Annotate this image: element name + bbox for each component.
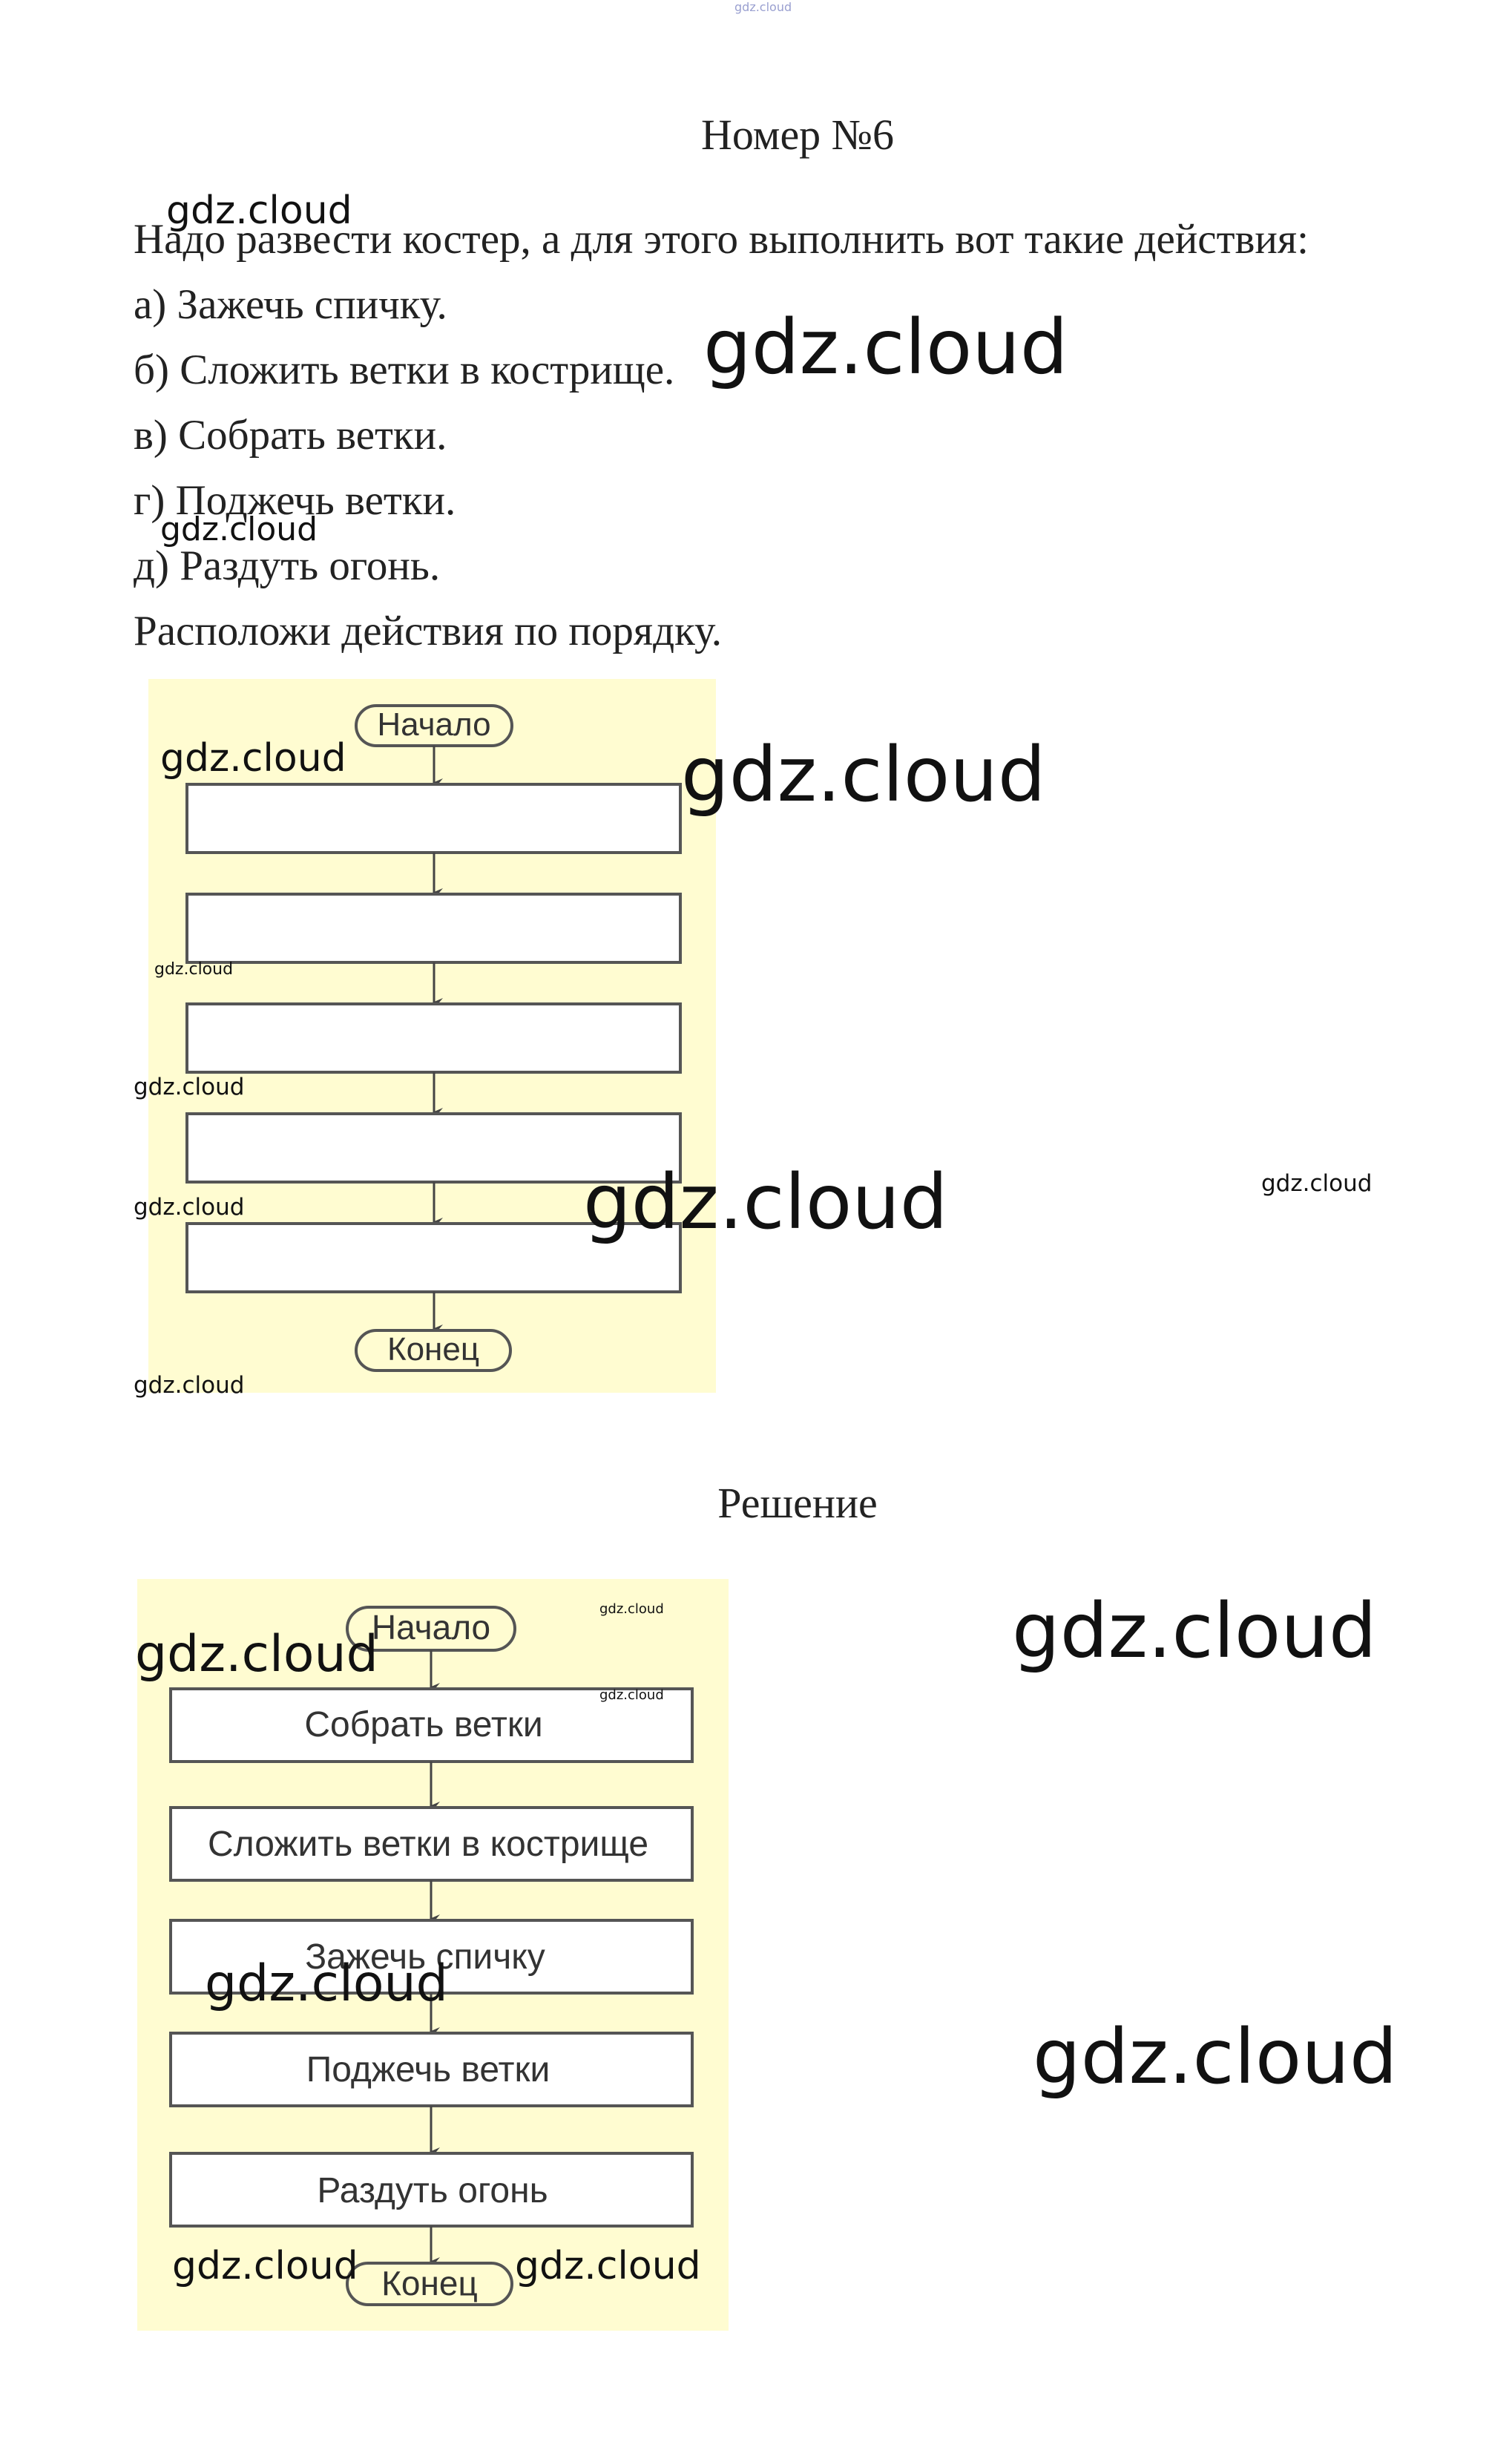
solution-step-box-4 xyxy=(169,2032,694,2107)
solution-start-label: Начало xyxy=(372,1608,490,1647)
solution-step-label-2: Сложить ветки в кострище xyxy=(208,1825,648,1864)
watermark: gdz.cloud xyxy=(135,1625,378,1684)
solution-step-label-3: Зажечь спичку xyxy=(305,1937,545,1977)
watermark: gdz.cloud xyxy=(134,1194,245,1221)
watermark: gdz.cloud xyxy=(1033,2013,1398,2101)
solution-step-label-5: Раздуть огонь xyxy=(317,2171,548,2210)
task-end-label: Конец xyxy=(387,1331,479,1368)
task-flowchart-panel: Начало Конец xyxy=(148,679,716,1393)
solution-step-box-5 xyxy=(169,2152,694,2228)
watermark: gdz.cloud xyxy=(1012,1587,1377,1675)
top-watermark: gdz.cloud xyxy=(734,0,792,14)
task-instruction: Расположи действия по порядку. xyxy=(134,608,723,654)
solution-step-box-2 xyxy=(169,1806,694,1882)
watermark: gdz.cloud xyxy=(1261,1170,1373,1197)
watermark: gdz.cloud xyxy=(166,188,352,233)
page-title: Номер №6 xyxy=(700,111,895,159)
solution-title: Решение xyxy=(717,1479,878,1527)
task-step-box-3 xyxy=(185,1002,682,1074)
watermark: gdz.cloud xyxy=(134,1074,245,1100)
task-line-d: г) Поджечь ветки. xyxy=(134,477,456,524)
task-start-label: Начало xyxy=(377,706,490,743)
task-step-box-2 xyxy=(185,893,682,964)
watermark: gdz.cloud xyxy=(681,731,1046,819)
solution-flowchart-panel: Начало Собрать ветки Сложить ветки в кос… xyxy=(137,1579,729,2331)
solution-step-label-1: Собрать ветки xyxy=(304,1705,542,1744)
task-line-a: а) Зажечь спичку. xyxy=(134,281,447,328)
solution-end-label: Конец xyxy=(381,2264,478,2302)
watermark: gdz.cloud xyxy=(134,1372,245,1399)
task-line-e: д) Раздуть огонь. xyxy=(134,542,441,589)
watermark: gdz.cloud xyxy=(160,511,318,548)
task-step-box-1 xyxy=(185,783,682,854)
task-line-b: б) Сложить ветки в кострище. xyxy=(134,347,675,393)
watermark: gdz.cloud xyxy=(205,1954,448,2013)
solution-flowchart: Начало Собрать ветки Сложить ветки в кос… xyxy=(169,1606,694,2306)
watermark: gdz.cloud xyxy=(599,1601,664,1617)
solution-step-label-4: Поджечь ветки xyxy=(306,2050,550,2090)
task-end-terminator xyxy=(355,1329,512,1372)
watermark: gdz.cloud xyxy=(703,303,1068,392)
task-line-intro: Надо развести костер, а для этого выполн… xyxy=(134,216,1309,263)
task-flowchart: Начало Конец xyxy=(185,704,682,1372)
solution-end-terminator xyxy=(346,2262,513,2306)
watermark: gdz.cloud xyxy=(515,2244,701,2288)
watermark: gdz.cloud xyxy=(160,736,346,781)
watermark: gdz.cloud xyxy=(154,960,234,979)
task-step-box-5 xyxy=(185,1222,682,1293)
watermark: gdz.cloud xyxy=(583,1158,948,1247)
watermark: gdz.cloud xyxy=(599,1687,664,1703)
task-line-c: в) Собрать ветки. xyxy=(134,412,447,459)
watermark: gdz.cloud xyxy=(172,2244,358,2288)
task-step-box-4 xyxy=(185,1112,682,1184)
